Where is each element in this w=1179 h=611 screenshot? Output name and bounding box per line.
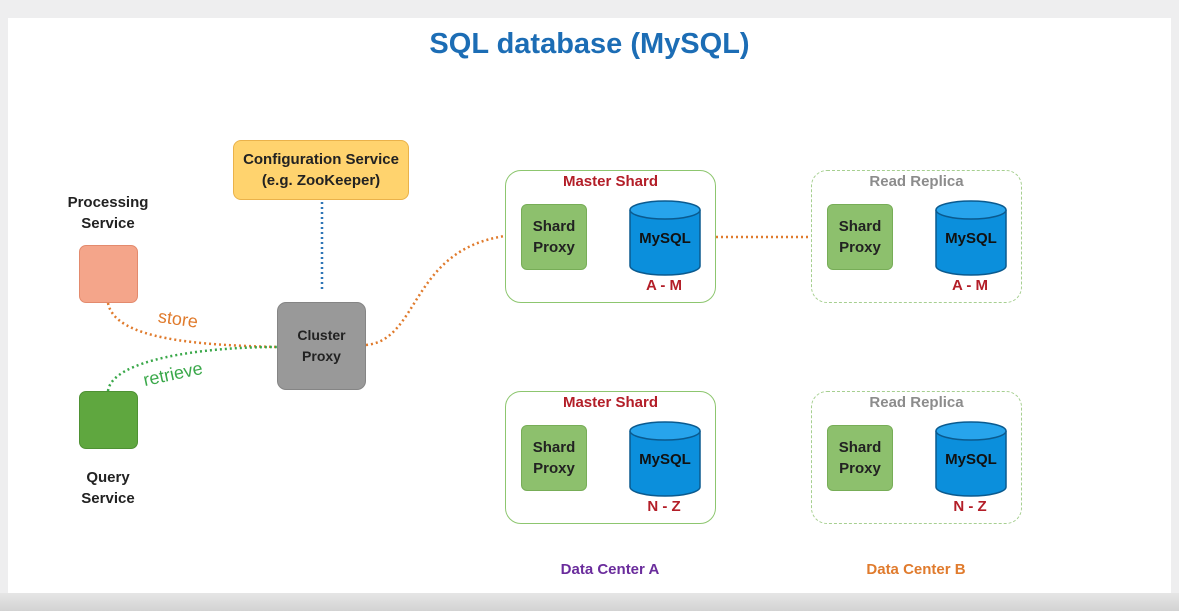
mysql-label: MySQL xyxy=(639,230,691,247)
mysql-database-icon: MySQL xyxy=(935,421,1007,497)
data-center-a-label: Data Center A xyxy=(560,561,660,578)
shard-range: A - M xyxy=(645,277,683,294)
configuration-service-box: Configuration Service (e.g. ZooKeeper) xyxy=(233,140,409,200)
store-link-line xyxy=(106,302,278,349)
cluster-proxy-line2: Proxy xyxy=(302,348,341,364)
shard-title: Master Shard xyxy=(562,394,659,411)
processing-service-line1: Processing xyxy=(67,194,149,211)
shard-range: A - M xyxy=(951,277,989,294)
query-service-label: Query Service xyxy=(52,467,164,509)
shard-proxy-line2: Proxy xyxy=(839,239,881,256)
query-service-box xyxy=(79,391,138,449)
mysql-database-icon: MySQL xyxy=(629,200,701,276)
shard-range: N - Z xyxy=(953,498,987,515)
shard-proxy-line1: Shard xyxy=(532,218,576,235)
shard-proxy-line1: Shard xyxy=(532,439,576,456)
bottom-band xyxy=(0,593,1179,611)
mysql-label: MySQL xyxy=(945,451,997,468)
page-title: SQL database (MySQL) xyxy=(429,28,750,60)
shard-title: Read Replica xyxy=(869,394,964,411)
configuration-service-line2: (e.g. ZooKeeper) xyxy=(261,172,381,189)
cluster-proxy-box: Cluster Proxy xyxy=(277,302,366,390)
slide-background xyxy=(8,18,1171,593)
mysql-label: MySQL xyxy=(945,230,997,247)
retrieve-link-line xyxy=(106,345,278,392)
shard-range: N - Z xyxy=(647,498,681,515)
data-center-b-label: Data Center B xyxy=(866,561,966,578)
processing-service-box xyxy=(79,245,138,303)
shard-proxy-line2: Proxy xyxy=(533,239,575,256)
processing-service-label: Processing Service xyxy=(52,192,164,234)
shard-proxy-line2: Proxy xyxy=(533,460,575,477)
cluster-to-master-line xyxy=(365,234,506,347)
shard-title: Master Shard xyxy=(562,173,659,190)
shard-proxy-line2: Proxy xyxy=(839,460,881,477)
shard-proxy-line1: Shard xyxy=(838,439,882,456)
mysql-database-icon: MySQL xyxy=(629,421,701,497)
shard-proxy-line1: Shard xyxy=(838,218,882,235)
cluster-proxy-line1: Cluster xyxy=(297,327,346,343)
mysql-database-icon: MySQL xyxy=(935,200,1007,276)
shard-title: Read Replica xyxy=(869,173,964,190)
configuration-service-line1: Configuration Service xyxy=(243,151,399,168)
processing-service-line2: Service xyxy=(81,215,135,232)
mysql-label: MySQL xyxy=(639,451,691,468)
query-service-line1: Query xyxy=(86,469,130,486)
query-service-line2: Service xyxy=(81,490,135,507)
